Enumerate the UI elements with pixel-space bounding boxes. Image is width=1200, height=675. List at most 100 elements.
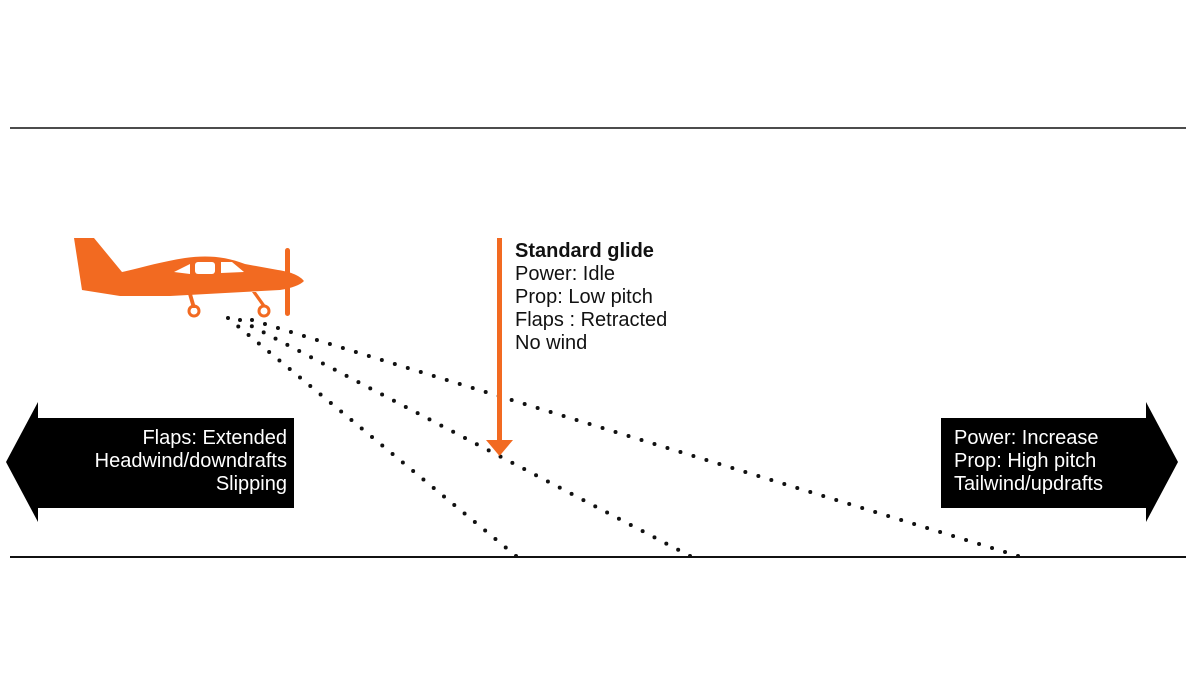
path-dot (451, 429, 456, 434)
path-dot (847, 502, 852, 506)
steep-glide-path (226, 316, 518, 558)
path-dot (462, 511, 467, 516)
path-dot (676, 547, 681, 552)
path-dot (545, 479, 550, 484)
path-dot (339, 409, 344, 414)
down-arrow-icon (486, 238, 513, 456)
path-dot (639, 438, 644, 442)
path-dot (452, 503, 457, 507)
path-dot (380, 392, 385, 397)
path-dot (405, 366, 410, 370)
path-dot (318, 392, 323, 397)
path-dot (431, 486, 436, 490)
path-dot (483, 390, 488, 394)
path-dot (1003, 550, 1008, 554)
path-dot (665, 446, 670, 450)
path-dot (912, 522, 917, 526)
path-dot (314, 338, 319, 342)
path-dot (587, 422, 592, 426)
right-arrow-line: Tailwind/updrafts (954, 473, 1103, 495)
path-dot (439, 423, 444, 428)
standard-glide-title: Standard glide (515, 240, 654, 262)
right-arrow-line: Power: Increase (954, 427, 1099, 449)
path-dot (600, 426, 605, 430)
path-dot (344, 373, 349, 378)
path-dot (557, 485, 562, 490)
path-dot (328, 401, 333, 405)
path-dot (628, 522, 633, 527)
path-dot (236, 324, 241, 329)
standard-glide-line: Flaps : Retracted (515, 309, 668, 331)
path-dot (593, 504, 598, 509)
path-dot (616, 516, 621, 521)
path-dot (509, 398, 514, 402)
path-dot (273, 336, 278, 341)
path-dot (226, 316, 230, 320)
path-dot (359, 426, 364, 431)
path-dot (483, 528, 488, 533)
path-dot (400, 460, 405, 465)
path-dot (664, 541, 669, 546)
path-dot (442, 494, 446, 499)
path-dot (390, 452, 395, 456)
path-dot (474, 442, 479, 447)
path-dot (349, 418, 354, 422)
path-dot (421, 477, 426, 482)
path-dot (678, 450, 683, 454)
path-dot (301, 334, 306, 338)
path-dot (834, 498, 839, 502)
path-dot (977, 542, 982, 546)
path-dot (535, 406, 540, 410)
path-dot (353, 350, 358, 354)
path-dot (288, 330, 293, 334)
path-dot (605, 510, 610, 515)
path-dot (691, 454, 696, 458)
standard-glide-path (238, 318, 692, 558)
path-dot (308, 384, 313, 388)
path-dot (261, 330, 266, 335)
path-dot (510, 460, 515, 465)
path-dot (418, 370, 423, 374)
path-dot (873, 510, 878, 514)
path-dot (332, 367, 337, 372)
path-dot (267, 350, 272, 354)
path-dot (581, 498, 586, 503)
path-dot (522, 402, 527, 406)
path-dot (411, 469, 416, 473)
path-dot (503, 545, 508, 550)
path-dot (561, 414, 566, 418)
path-dot (860, 506, 865, 510)
path-dot (320, 361, 325, 366)
right-arrow-label: Power: Increase Prop: High pitch Tailwin… (954, 427, 1103, 496)
path-dot (938, 530, 943, 534)
path-dot (569, 491, 574, 496)
path-dot (704, 458, 709, 462)
path-dot (391, 398, 396, 403)
path-dot (964, 538, 969, 542)
path-dot (379, 358, 384, 362)
glide-paths (226, 316, 1020, 558)
path-dot (574, 418, 579, 422)
path-dot (899, 518, 904, 522)
path-dot (769, 478, 774, 482)
path-dot (486, 448, 491, 453)
path-dot (652, 535, 657, 540)
left-arrow-line: Flaps: Extended (142, 427, 287, 449)
path-dot (275, 326, 280, 330)
path-dot (457, 382, 462, 386)
path-dot (431, 374, 436, 378)
right-arrow-line: Prop: High pitch (954, 450, 1097, 472)
path-dot (340, 346, 345, 350)
path-dot (246, 333, 251, 337)
left-arrow-label: Flaps: Extended Headwind/downdrafts Slip… (95, 427, 287, 496)
path-dot (652, 442, 657, 446)
path-dot (256, 341, 261, 346)
right-arrow-icon (941, 402, 1178, 522)
path-dot (370, 435, 374, 439)
path-dot (249, 324, 254, 329)
path-dot (356, 380, 361, 385)
path-dot (756, 474, 761, 478)
path-dot (990, 546, 995, 550)
path-dot (403, 404, 408, 409)
path-dot (297, 349, 302, 354)
